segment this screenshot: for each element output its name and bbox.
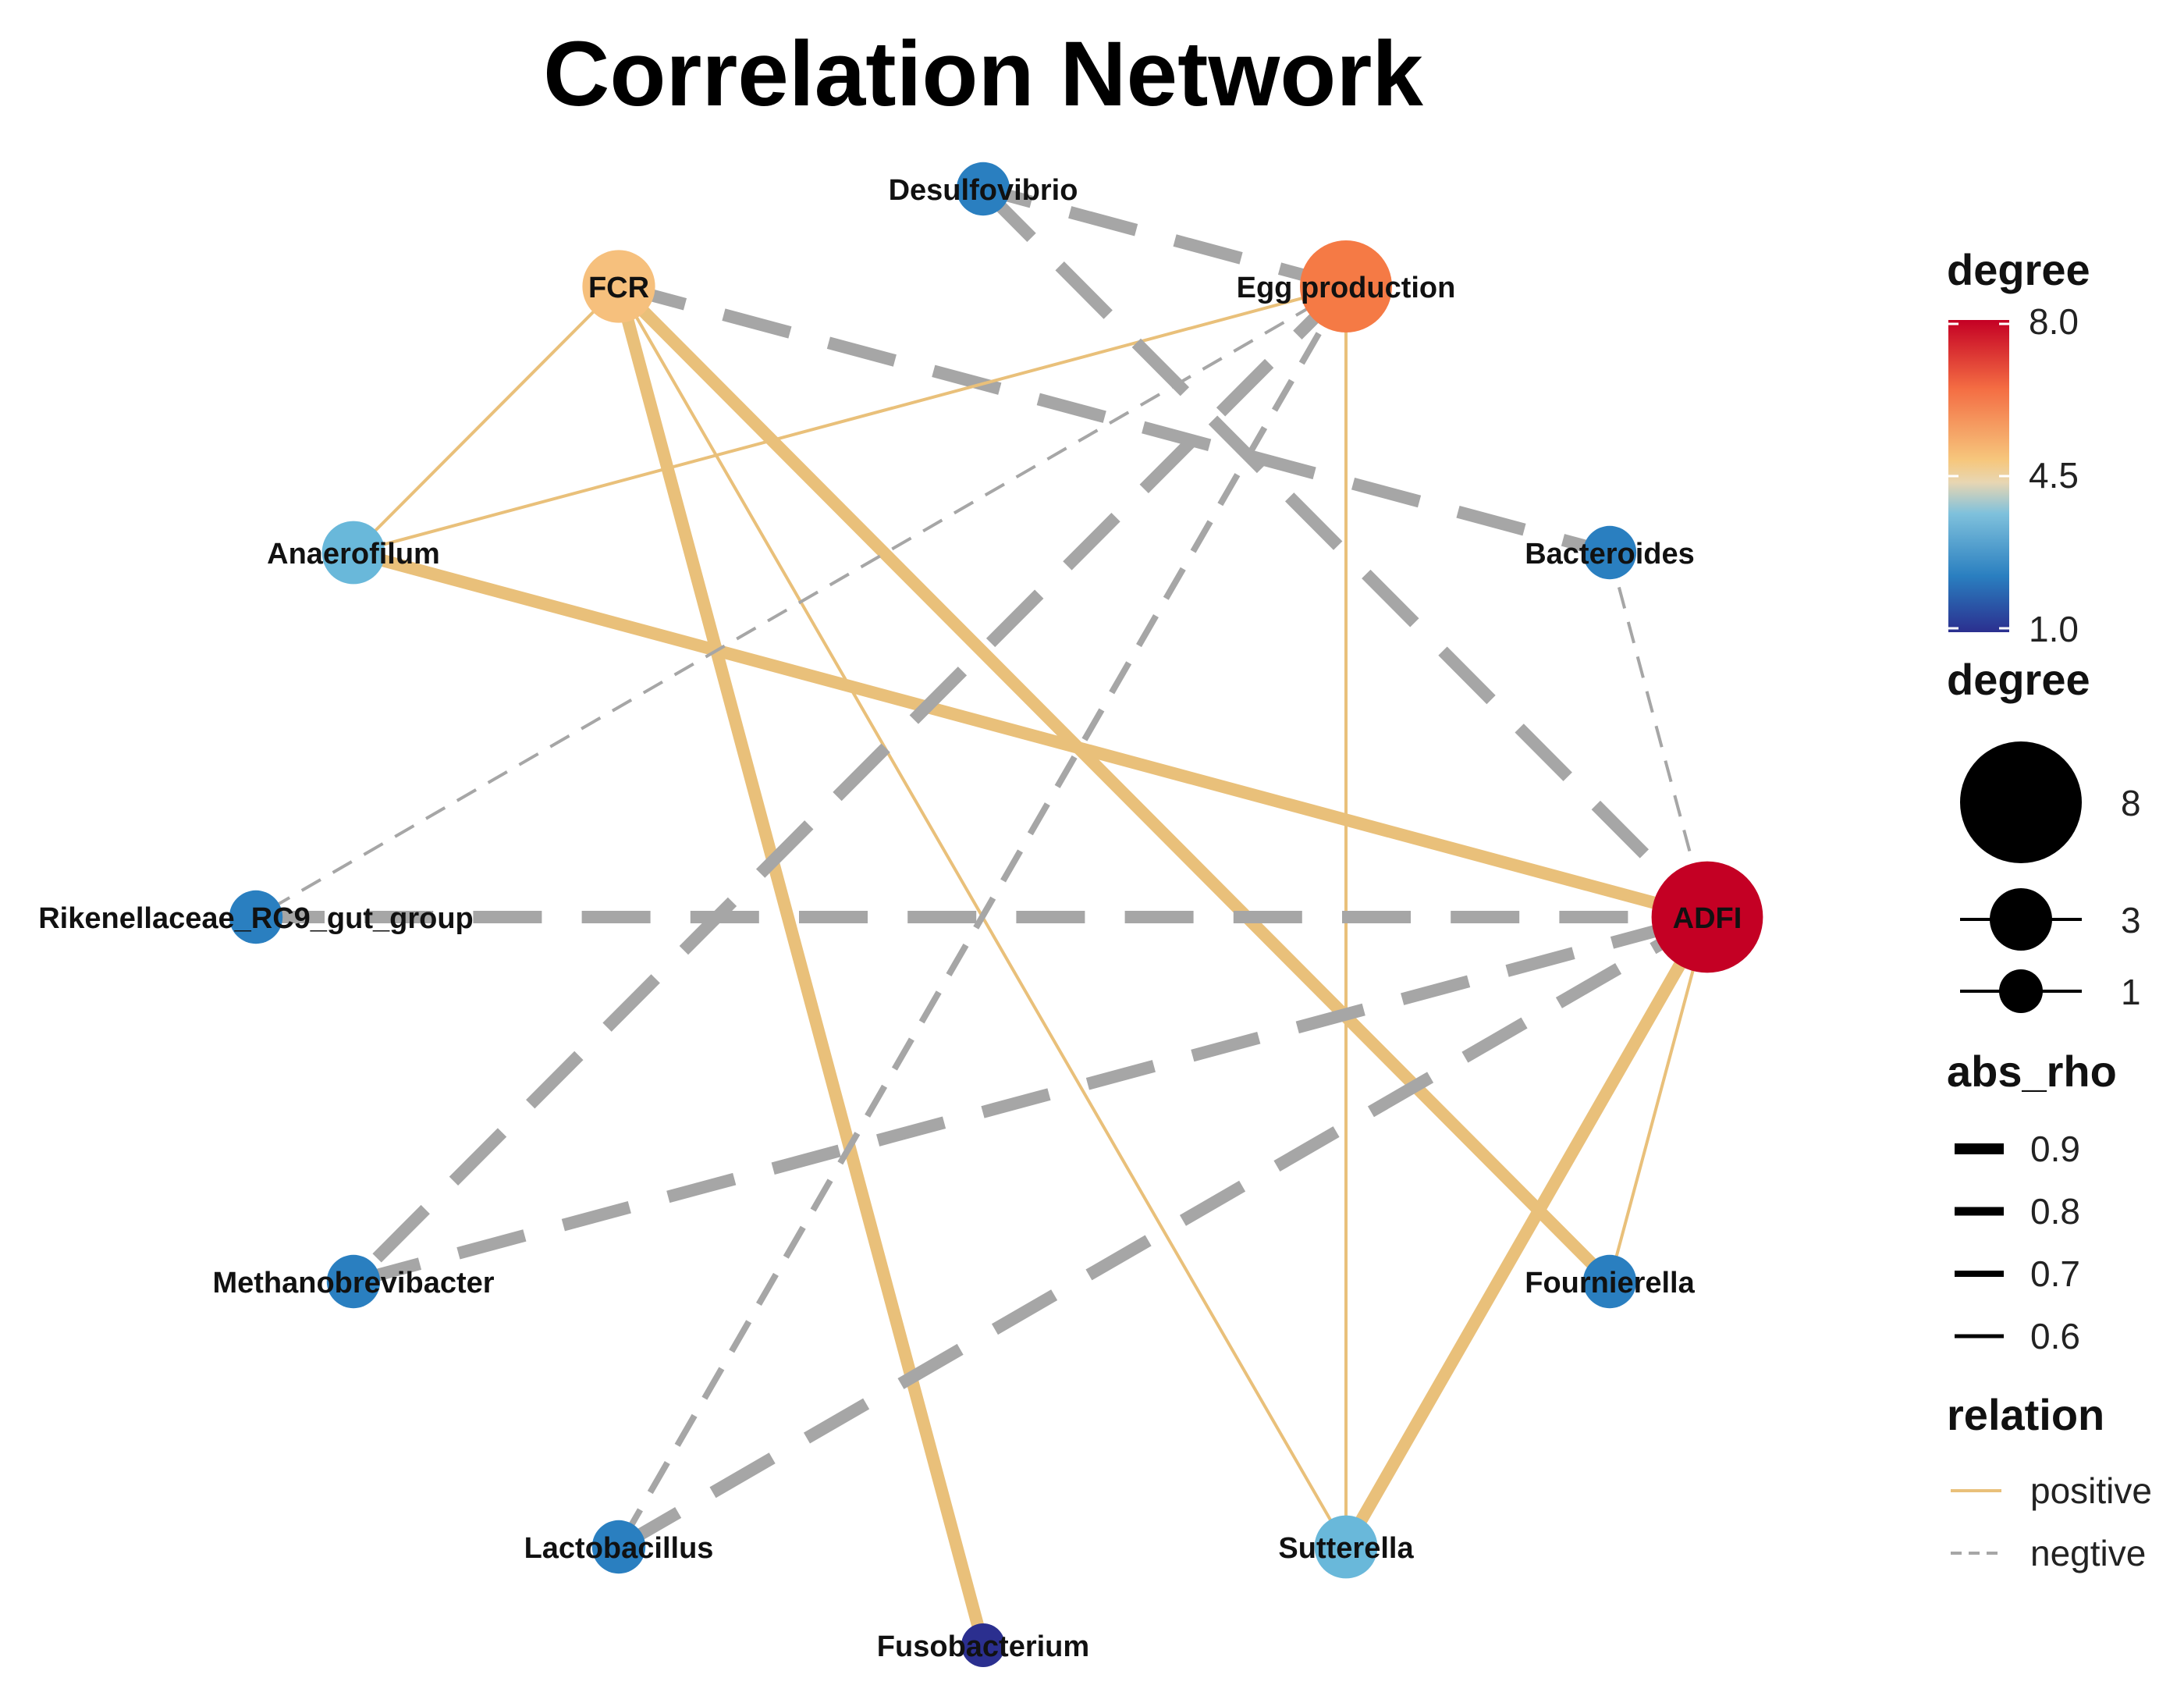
edge-egg-production-rikenellaceae-rc9-gut-group: [254, 285, 1348, 919]
edge-desulfovibrio-adfi: [978, 184, 1712, 922]
node-layer: [229, 162, 1763, 1667]
size-key-3: [1990, 888, 2052, 951]
edge-fcr-bacteroides: [616, 280, 1612, 559]
node-label: Lactobacillus: [524, 1532, 714, 1565]
legend-width: abs_rho 0.9 0.8 0.7 0.6: [1947, 1047, 2117, 1356]
node-desulfovibrio: [956, 162, 1010, 216]
legend-width-title: abs_rho: [1947, 1047, 2117, 1096]
legend-size: degree 8 3 1: [1947, 655, 2141, 1013]
width-key-label: 0.6: [2030, 1316, 2080, 1356]
edge-fournierella-adfi: [1608, 916, 1709, 1282]
node-egg-production: [1300, 240, 1392, 332]
relation-key-label: positive: [2030, 1470, 2152, 1511]
page-title: Correlation Network: [543, 23, 1423, 126]
width-key-label: 0.7: [2030, 1253, 2080, 1294]
edge-anaerofilum-adfi: [351, 546, 1710, 923]
node-label: Fournierella: [1525, 1267, 1695, 1299]
node-sutterella: [1314, 1515, 1378, 1579]
legend-color-title: degree: [1947, 245, 2090, 294]
legend-relation: relation positive negtive: [1947, 1390, 2152, 1573]
node-fournierella: [1582, 1254, 1637, 1309]
edge-methanobrevibacter-adfi: [351, 911, 1710, 1288]
node-fusobacterium: [961, 1623, 1005, 1667]
colorbar-tick: 4.5: [2029, 455, 2079, 496]
colorbar-tick: 8.0: [2029, 301, 2079, 342]
node-label: Egg production: [1237, 272, 1456, 304]
node-anaerofilum: [321, 521, 385, 585]
edge-egg-production-lactobacillus: [616, 285, 1349, 1548]
size-key-label: 1: [2121, 972, 2141, 1012]
node-methanobrevibacter: [326, 1254, 381, 1309]
node-lactobacillus: [591, 1520, 646, 1574]
node-label: Fusobacterium: [877, 1630, 1089, 1663]
edge-fcr-fournierella: [614, 282, 1614, 1286]
size-key-1: [1999, 969, 2043, 1013]
width-key-label: 0.9: [2030, 1129, 2080, 1169]
edge-bacteroides-adfi: [1608, 552, 1709, 918]
node-label: Methanobrevibacter: [212, 1267, 494, 1299]
size-key-label: 3: [2121, 900, 2141, 940]
size-key-label: 8: [2121, 783, 2141, 823]
node-label: Bacteroides: [1525, 538, 1695, 571]
node-label: ADFI: [1673, 902, 1742, 935]
legend-size-title: degree: [1947, 655, 2090, 704]
node-rikenellaceae-rc9-gut-group: [229, 890, 283, 944]
node-label: Anaerofilum: [267, 538, 440, 571]
node-label: Sutterella: [1278, 1532, 1414, 1565]
width-key-label: 0.8: [2030, 1191, 2080, 1232]
edge-sutterella-adfi: [1341, 914, 1713, 1550]
edge-fcr-fusobacterium: [613, 284, 989, 1648]
edge-anaerofilum-egg-production: [353, 285, 1347, 554]
size-key-8: [1960, 741, 2082, 863]
node-bacteroides: [1582, 525, 1637, 580]
relation-key-label: negtive: [2030, 1533, 2146, 1573]
node-fcr: [582, 250, 655, 323]
node-label: FCR: [588, 272, 649, 304]
edge-fcr-anaerofilum: [352, 285, 620, 554]
legend-color: degree 8.0 4.5 1.0: [1947, 245, 2090, 649]
colorbar-tick: 1.0: [2029, 609, 2079, 649]
edge-egg-production-methanobrevibacter: [349, 282, 1351, 1286]
edge-layer: [254, 183, 1713, 1648]
node-label: Desulfovibrio: [889, 174, 1078, 207]
legend-relation-title: relation: [1947, 1390, 2104, 1439]
edge-egg-production-desulfovibrio: [981, 183, 1348, 293]
node-label: Rikenellaceae_RC9_gut_group: [38, 902, 474, 935]
node-adfi: [1651, 861, 1763, 973]
